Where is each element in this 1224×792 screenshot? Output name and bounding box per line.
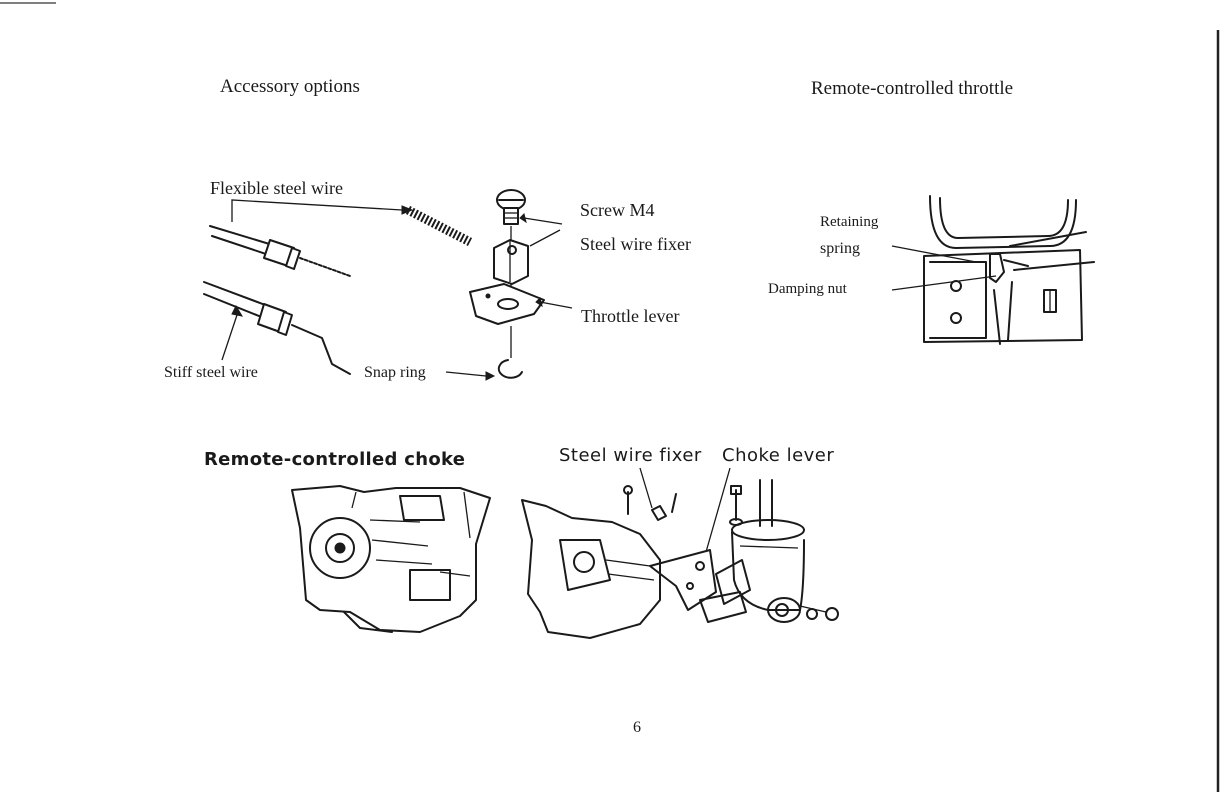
snap-ring-label: Snap ring: [364, 364, 426, 382]
remote-throttle-title: Remote-controlled throttle: [811, 78, 1013, 100]
fixer-assembly-illustration: [446, 190, 572, 380]
choke-engine-right-illustration: [522, 468, 838, 638]
throttle-lever-label: Throttle lever: [581, 306, 679, 327]
retaining-spring-label-line1: Retaining: [820, 214, 878, 231]
choke-lever-label: Choke lever: [722, 445, 834, 466]
screw-m4-label: Screw M4: [580, 200, 655, 221]
throttle-panel-illustration: [892, 196, 1094, 344]
page-number: 6: [633, 719, 641, 737]
choke-engine-left-illustration: [292, 486, 490, 632]
steel-wire-fixer-label: Steel wire fixer: [580, 234, 691, 255]
stiff-steel-wire-illustration: [204, 282, 350, 374]
remote-choke-title: Remote-controlled choke: [204, 449, 465, 470]
flexible-steel-wire-illustration: [210, 210, 470, 276]
damping-nut-label: Damping nut: [768, 281, 847, 298]
retaining-spring-label-line2: spring: [820, 240, 860, 258]
flexible-steel-wire-label: Flexible steel wire: [210, 178, 343, 199]
flexible-wire-leader: [232, 200, 412, 222]
accessory-options-title: Accessory options: [220, 76, 360, 98]
stiff-steel-wire-label: Stiff steel wire: [164, 364, 258, 382]
choke-steel-wire-fixer-label: Steel wire fixer: [559, 445, 702, 466]
